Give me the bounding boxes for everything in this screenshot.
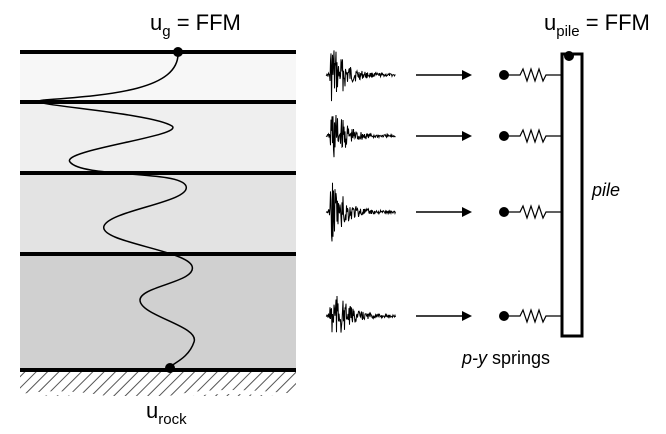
seismogram-icon — [325, 50, 396, 102]
spring-icon — [504, 204, 562, 220]
soil-layer-3 — [20, 173, 296, 254]
bedrock-edge — [19, 390, 297, 403]
pile-label: pile — [591, 180, 620, 200]
spring-icon — [504, 128, 562, 144]
soil-column — [19, 47, 297, 403]
seismogram-icon — [325, 295, 396, 333]
soil-layer-2 — [20, 102, 296, 173]
motion-row-4 — [325, 295, 562, 333]
py-springs-label: p-y springs — [461, 348, 550, 368]
arrow-right-icon — [462, 70, 472, 80]
motion-row-2 — [325, 114, 562, 158]
soil-layer-4 — [20, 254, 296, 370]
pile-element — [560, 52, 584, 338]
soil-layer-1 — [20, 52, 296, 102]
seismogram-icon — [325, 114, 396, 158]
spring-icon — [504, 308, 562, 324]
arrow-right-icon — [462, 207, 472, 217]
arrow-right-icon — [462, 131, 472, 141]
seismogram-icon — [325, 182, 396, 242]
ug-label: ug = FFM — [150, 10, 241, 40]
motion-rows — [325, 50, 562, 333]
spring-icon — [504, 67, 562, 83]
surface-node-dot — [173, 47, 183, 57]
motion-row-1 — [325, 50, 562, 102]
free-field-displacement-curve — [38, 51, 195, 369]
pile-head-node-dot — [564, 51, 574, 61]
arrow-right-icon — [462, 311, 472, 321]
motion-row-3 — [325, 182, 562, 242]
urock-label: urock — [146, 398, 187, 428]
upile-label: upile = FFM — [544, 10, 650, 40]
rock-node-dot — [165, 363, 175, 373]
